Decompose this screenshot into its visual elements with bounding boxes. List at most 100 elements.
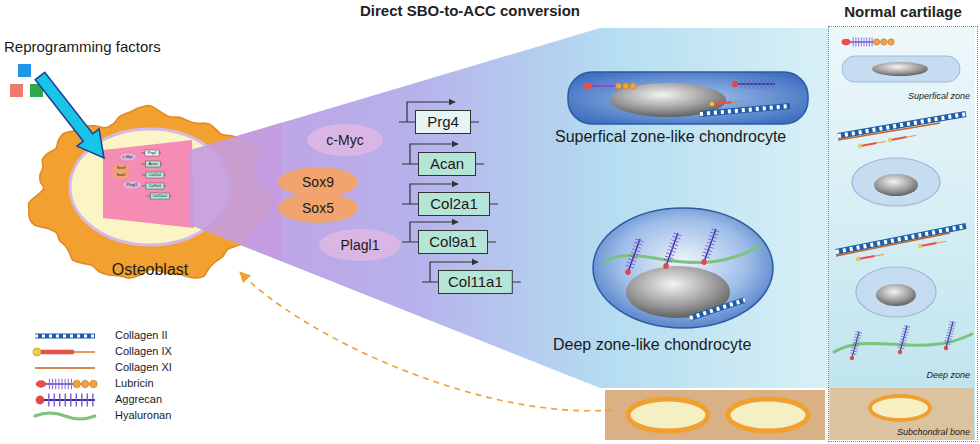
collagen-ix	[710, 99, 743, 106]
bristle	[901, 336, 907, 338]
flat-cell	[842, 56, 960, 82]
head	[842, 39, 851, 45]
legend-sample	[35, 368, 95, 369]
chain	[922, 243, 937, 246]
factor-square	[10, 84, 23, 97]
fiber	[690, 300, 745, 318]
factor-shape	[307, 124, 383, 156]
chondrocyte	[856, 267, 936, 317]
chromatin	[103, 140, 194, 228]
bristle	[58, 379, 59, 390]
hyaluronan	[605, 246, 760, 263]
mini-gene-box	[146, 172, 164, 178]
mini-label: Plagl1	[126, 183, 137, 187]
bristle	[903, 328, 909, 330]
bristle	[634, 242, 642, 245]
panel-heading: Normal cartilage	[826, 3, 980, 20]
hyaluronan	[35, 413, 95, 419]
mini-label: Prg4	[148, 151, 156, 155]
bristle	[765, 79, 766, 89]
gene-shape	[419, 231, 488, 254]
bristle	[65, 393, 66, 406]
head	[33, 348, 41, 356]
cell: Osteoblast	[20, 95, 280, 290]
bristle	[712, 229, 720, 232]
head	[943, 345, 948, 350]
legend-text: Aggrecan	[115, 393, 162, 406]
zone-name: Deep zone	[926, 370, 970, 380]
gene-name: Col11a1	[448, 273, 503, 290]
cell-caption: Deep zone-like chondrocyte	[553, 336, 751, 354]
bristle	[872, 38, 873, 47]
bone-cell	[870, 396, 930, 420]
head	[849, 355, 854, 360]
factor-name: Plagl1	[341, 237, 380, 253]
nucleus	[876, 284, 916, 306]
head	[888, 138, 892, 142]
bristle	[668, 249, 676, 252]
bristle	[614, 82, 615, 91]
aggrecan	[699, 228, 720, 266]
bead	[873, 39, 879, 45]
factor-ellipse: c-Myc	[307, 124, 383, 156]
bone-cell	[728, 399, 808, 431]
bristle	[674, 233, 682, 236]
fiber-stripe	[35, 335, 95, 338]
bead	[623, 83, 629, 89]
legend-icons	[33, 336, 97, 419]
factor-ellipse: Sox5	[278, 193, 358, 223]
bristle	[708, 239, 716, 242]
bristle	[854, 337, 860, 339]
factor-name: Sox9	[302, 174, 334, 190]
aggrecan	[661, 232, 682, 270]
bristle	[636, 239, 644, 242]
gene-box: Prg4	[415, 110, 471, 134]
fiber-stripe	[838, 114, 966, 136]
gene-shape	[419, 153, 476, 176]
legend-text: Collagen II	[115, 329, 168, 342]
bristle	[757, 79, 758, 89]
fiber-stripe	[700, 106, 790, 114]
bristle	[949, 324, 955, 326]
aggrecan	[848, 331, 862, 361]
mini-label: Col2a1	[149, 173, 162, 177]
head	[710, 102, 715, 107]
zone-name: Superfical zone	[908, 91, 970, 101]
factor-name: Sox5	[302, 200, 334, 216]
gene-name: Prg4	[427, 113, 459, 130]
bristle	[595, 82, 596, 91]
deep-cell	[593, 208, 773, 328]
gene-promoters	[399, 102, 521, 282]
collagen-ix	[888, 134, 916, 142]
bristle	[773, 79, 774, 89]
factor-ellipse: Plagl1	[319, 229, 401, 261]
legend-text: Hyaluronan	[115, 409, 171, 422]
aggrecan	[942, 321, 956, 351]
collagen-ix	[858, 140, 886, 148]
head	[584, 83, 593, 89]
bristle	[851, 348, 857, 350]
bone-cell	[628, 399, 708, 431]
zone-name: Subchondral bone	[897, 427, 970, 438]
collagen-xi	[838, 123, 940, 140]
bristle	[706, 245, 714, 248]
chain	[41, 350, 74, 355]
mini-factor	[123, 182, 141, 189]
gene-shape	[439, 271, 513, 294]
head	[36, 396, 45, 405]
bristle	[703, 252, 711, 255]
fiber	[838, 114, 966, 136]
title: Direct SBO-to-ACC conversion	[360, 2, 580, 19]
bristle	[853, 342, 859, 344]
collagen-ii	[838, 114, 966, 136]
bristle	[608, 82, 609, 91]
collagen-ii	[35, 336, 95, 337]
head	[856, 257, 860, 261]
bristle	[87, 393, 88, 406]
bristle	[54, 393, 55, 406]
legend-sample	[35, 336, 95, 337]
bristle	[600, 82, 601, 91]
fiber	[836, 226, 966, 252]
tail	[877, 141, 886, 143]
bristle	[665, 256, 673, 259]
